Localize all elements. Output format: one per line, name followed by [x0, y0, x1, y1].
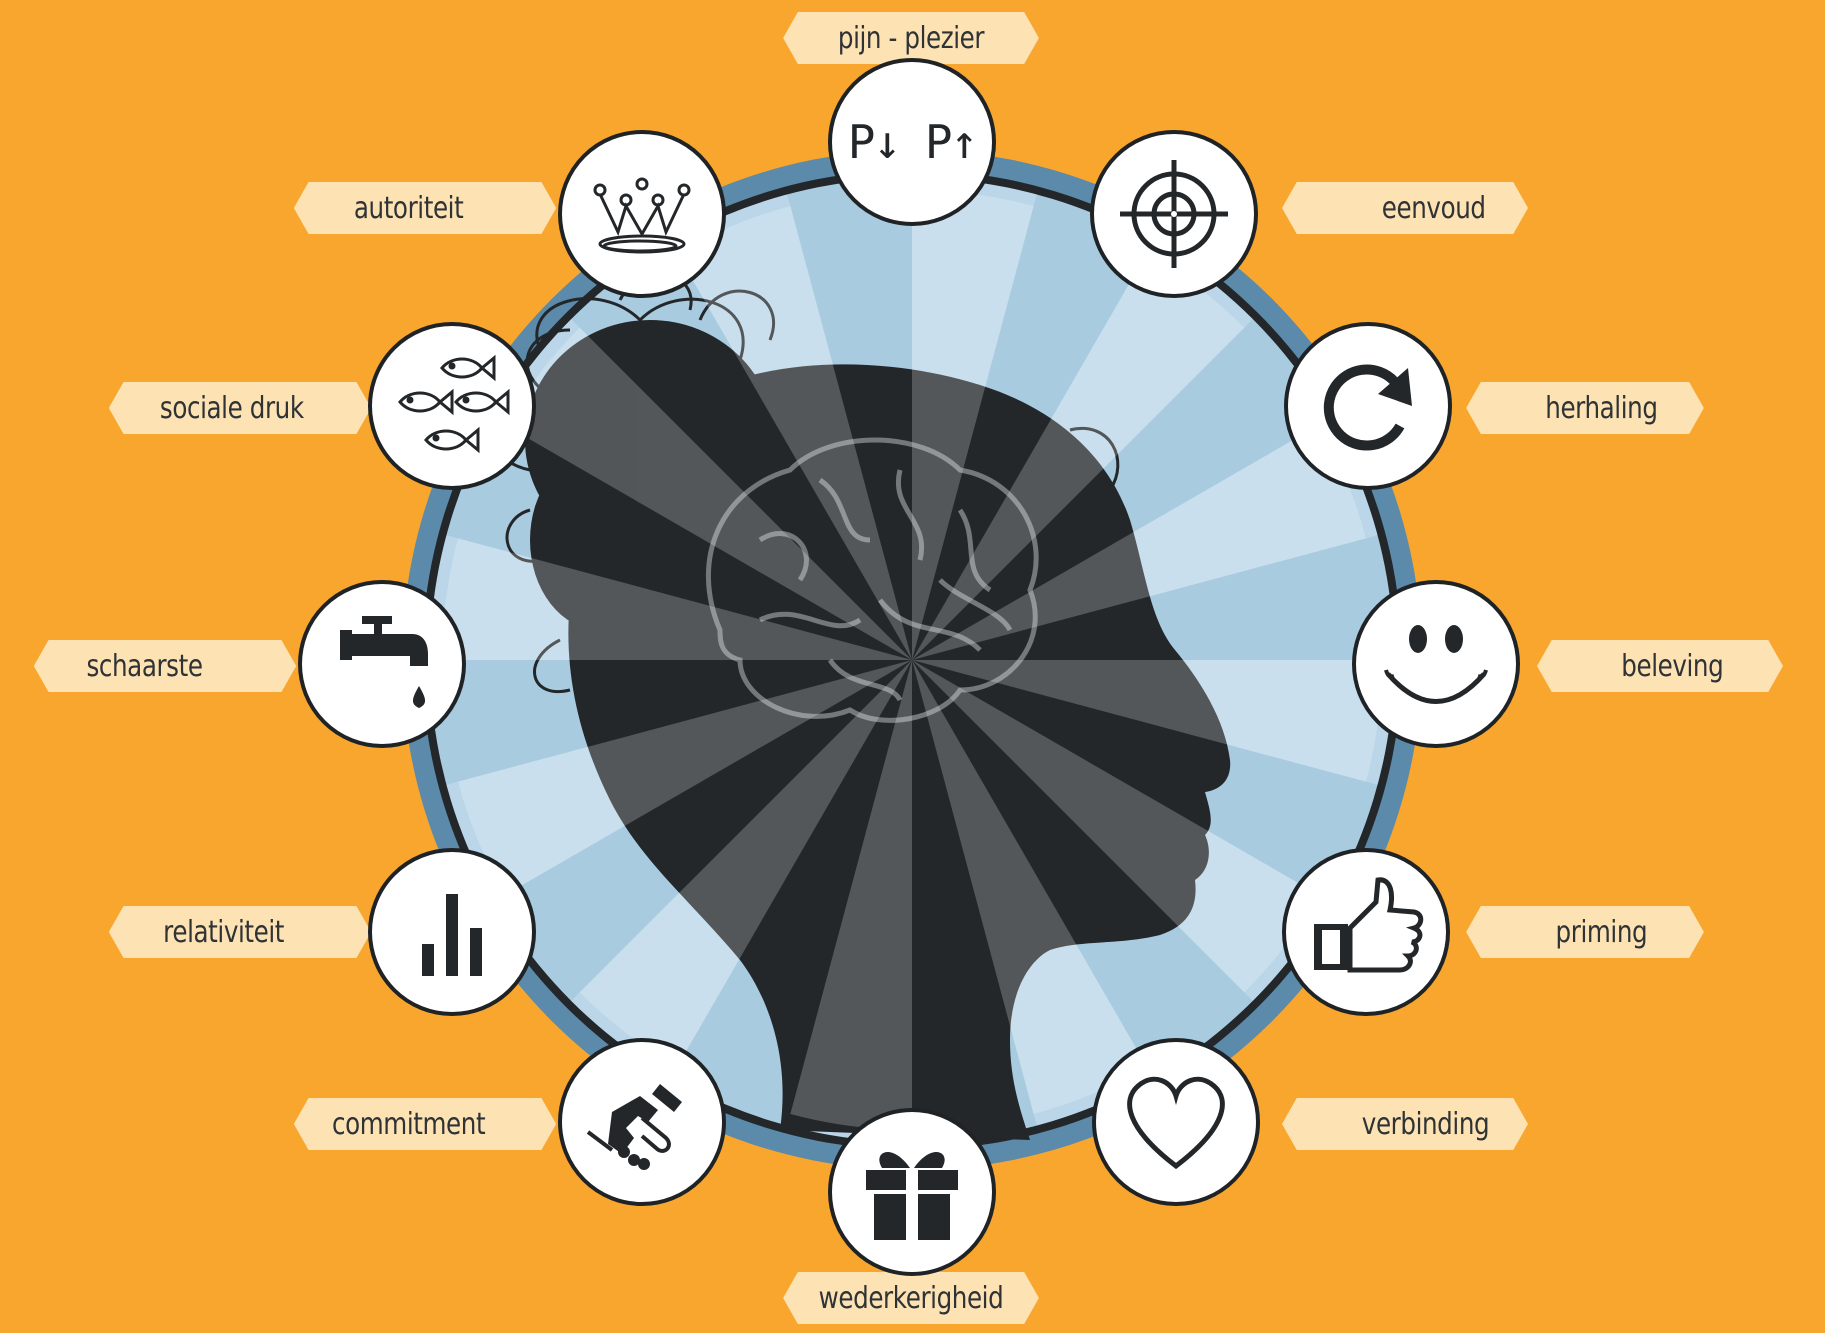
- light-ray-overlay: [912, 660, 1382, 782]
- gift-icon: [828, 1108, 996, 1276]
- ray-overlay: [442, 190, 1382, 1130]
- label-wederkerigheid: wederkerigheid: [783, 1272, 1039, 1324]
- label-sociale-druk: sociale druk: [109, 382, 371, 434]
- label-schaarste: schaarste: [34, 640, 296, 692]
- label-autoriteit: autoriteit: [294, 182, 556, 234]
- label-verbinding: verbinding: [1282, 1098, 1528, 1150]
- label-herhaling: herhaling: [1466, 382, 1704, 434]
- brain-outline: [705, 437, 1039, 723]
- light-ray-overlay: [504, 327, 912, 660]
- label-pijn-plezier: pijn - plezier: [783, 12, 1039, 64]
- light-ray-overlay: [912, 425, 1366, 660]
- light-ray-overlay: [912, 190, 1034, 660]
- crosshair-icon: [1090, 130, 1258, 298]
- fish-school-icon: [368, 322, 536, 490]
- label-beleving: beleving: [1537, 640, 1783, 692]
- label-eenvoud: eenvoud: [1282, 182, 1528, 234]
- light-ray-overlay: [442, 538, 912, 660]
- label-relativiteit: relativiteit: [109, 906, 371, 958]
- handshake-icon: [558, 1038, 726, 1206]
- light-ray-overlay: [579, 660, 912, 1068]
- light-ray-overlay: [458, 660, 912, 895]
- light-ray-overlay: [912, 660, 1147, 1114]
- bar-chart-icon: [368, 848, 536, 1016]
- crown-icon: [558, 130, 726, 298]
- light-ray-overlay: [912, 252, 1245, 660]
- heart-icon: [1092, 1038, 1260, 1206]
- label-priming: priming: [1466, 906, 1704, 958]
- light-ray-overlay: [912, 660, 1320, 993]
- head-silhouette: [495, 273, 1231, 1141]
- light-ray-overlay: [790, 660, 912, 1130]
- light-ray-overlay: [677, 206, 912, 660]
- pain-pleasure-arrows-icon: P↓ P↑: [828, 58, 996, 226]
- refresh-icon: [1284, 322, 1452, 490]
- thumbs-up-icon: [1282, 848, 1450, 1016]
- smiley-icon: [1352, 580, 1520, 748]
- faucet-drop-icon: [298, 580, 466, 748]
- label-commitment: commitment: [294, 1098, 556, 1150]
